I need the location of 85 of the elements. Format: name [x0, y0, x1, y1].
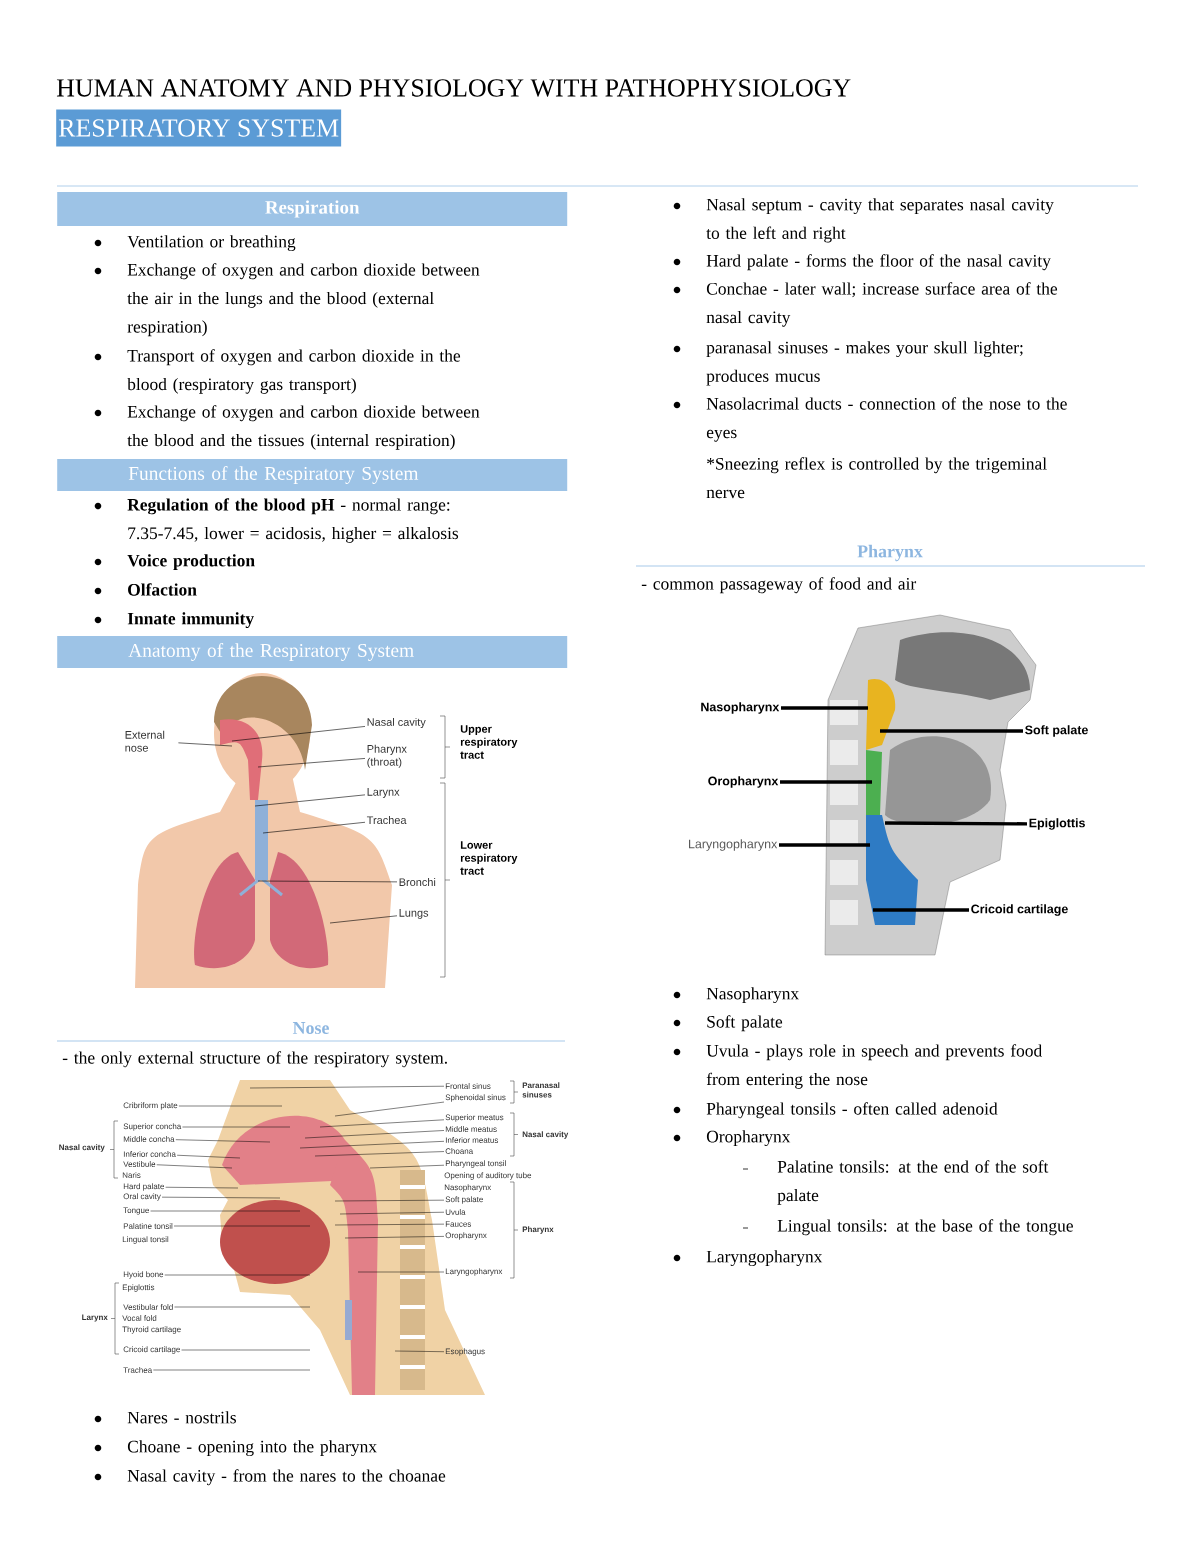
leader-line [254, 794, 366, 807]
figure-label: Lungs [399, 909, 429, 919]
leader-line [781, 706, 868, 710]
bullet-item: Nasopharynx [673, 987, 799, 1004]
bullet-item: Regulation of the blood pH - normal range: 7.35-7.45, lower = acidosis, higher = alkalosis [94, 498, 459, 543]
leader-line [178, 1105, 283, 1107]
leader-line [262, 822, 366, 834]
leader-line [164, 1274, 311, 1276]
leader-line [150, 1210, 301, 1212]
section-band: Anatomy of the Respiratory System [57, 636, 568, 668]
figure-label: Larynx [367, 788, 400, 798]
leader-line [175, 1139, 271, 1143]
leader-line [156, 1164, 233, 1169]
bullet-item: Innate immunity [94, 612, 254, 629]
leader-line [257, 758, 366, 768]
leader-line [357, 1271, 445, 1273]
leader-line [394, 1350, 445, 1352]
figure-label: Laryngopharynx [689, 839, 778, 851]
figure-label: Pharynx (throat) [367, 744, 407, 768]
leader-line [780, 780, 872, 784]
section-band: Functions of the Respiratory System [57, 459, 568, 491]
leader-line [174, 1306, 311, 1308]
figure-label: Nasal cavity [367, 717, 426, 729]
leader-line [319, 1119, 445, 1128]
leader-line [249, 1086, 445, 1089]
leader-line [299, 1141, 445, 1149]
bullet-item: Transport of oxygen and carbon dioxide in the blood (respiratory gas transport) [94, 349, 461, 394]
bullet-item: Exchange of oxygen and carbon dioxide between the blood and the tissues (internal respiration) [94, 405, 480, 450]
bullet-item: Oropharynx [673, 1130, 791, 1147]
bullet-item: Choane - opening into the pharynx [94, 1440, 377, 1457]
bracket-label: Upper respiratory tract [460, 725, 518, 759]
figure-label: Nasopharynx [701, 702, 780, 714]
leader-line [304, 1130, 445, 1139]
leader-line [165, 1187, 239, 1189]
figure-label: Soft palate [1025, 725, 1088, 737]
leader-line [344, 1236, 445, 1239]
bullet-item: paranasal sinuses - makes your skull lighter; produces mucus [673, 341, 1023, 386]
leader-line [173, 1225, 311, 1227]
leader-line [329, 915, 398, 924]
bullet-item: Nares - nostrils [94, 1411, 236, 1424]
subtitle-band: RESPIRATORY SYSTEM [56, 109, 342, 147]
leader-line [231, 726, 366, 742]
body-text: - the only external structure of the respiratory system. [62, 1051, 447, 1068]
bullet-item: Voice production [94, 554, 255, 570]
section-band: Respiration [57, 192, 568, 226]
bullet-item: Nasolacrimal ducts - connection of the nose to the eyes [673, 397, 1067, 442]
figure-label: Trachea [366, 816, 407, 825]
leader-line [885, 821, 1027, 826]
bullet-item: Palatine tonsils: at the end of the soft palate [742, 1160, 1049, 1205]
bracket-label: Lower respiratory tract [460, 841, 518, 875]
leader-line [257, 880, 398, 883]
body-text: - common passageway of food and air [641, 577, 917, 594]
leader-line [178, 742, 233, 747]
bullet-item: Lingual tonsils: at the base of the tongue [742, 1219, 1073, 1236]
bullet-item: Soft palate [673, 1015, 783, 1032]
leader-line [314, 1151, 445, 1157]
bullet-item: Ventilation or breathing [94, 235, 296, 252]
body-text: *Sneezing reflex is controlled by the trigeminal nerve [706, 457, 1047, 499]
bullet-item: Laryngopharynx [673, 1250, 823, 1267]
figure-label: Bronchi [399, 878, 436, 887]
bullet-item: Olfaction [94, 583, 197, 596]
bullet-item: Exchange of oxygen and carbon dioxide between the air in the lungs and the blood (external respiration) [94, 263, 480, 337]
leader-line [176, 1155, 241, 1159]
figure-label: Epiglottis [1029, 818, 1085, 830]
bullet-item: Nasal cavity - from the nares to the choanae [94, 1469, 446, 1486]
leader-line [339, 1211, 445, 1215]
leader-line [334, 1199, 445, 1202]
leader-line [334, 1101, 445, 1117]
leader-line [369, 1164, 445, 1169]
bullet-item: Pharyngeal tonsils - often called adenoid [673, 1102, 998, 1119]
section-heading: Nose [56, 1022, 566, 1042]
bullet-item: Nasal septum - cavity that separates nasal cavity to the left and right [673, 198, 1054, 243]
figure-label: External nose [125, 730, 165, 752]
leader-line [182, 1126, 291, 1128]
leader-line [181, 1349, 311, 1351]
figure-label: Oropharynx [708, 776, 779, 788]
leader-line [153, 1369, 311, 1371]
leader-line [161, 1196, 281, 1199]
figure-label: Cricoid cartilage [971, 904, 1068, 916]
bullet-item: Uvula - plays role in speech and prevents food from entering the nose [673, 1044, 1042, 1089]
section-heading: Pharynx [635, 544, 1146, 567]
bullet-item: Hard palate - forms the floor of the nasal cavity [673, 254, 1051, 271]
page-title: HUMAN ANATOMY AND PHYSIOLOGY WITH PATHOPHYSIOLOGY [56, 79, 851, 97]
leader-line [779, 843, 870, 847]
leader-line [334, 1223, 445, 1226]
